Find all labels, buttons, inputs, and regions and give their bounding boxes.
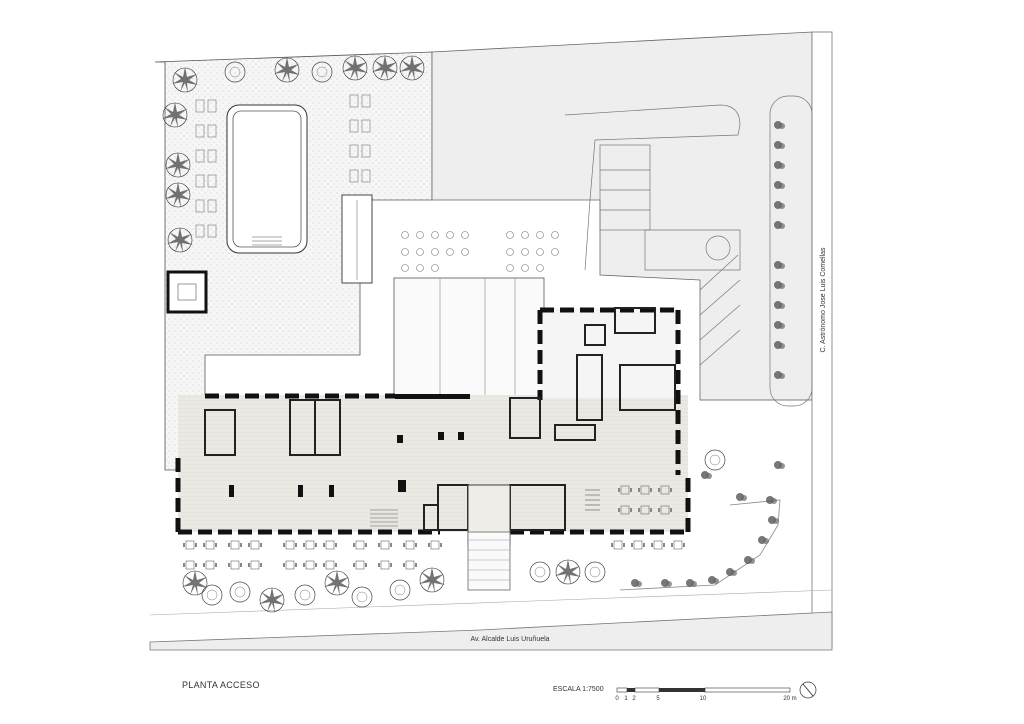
drawing-title: PLANTA ACCESO [182, 680, 260, 690]
scale-tick: 1 [624, 696, 628, 702]
kiosk [166, 270, 208, 314]
scale-tick: 5 [656, 696, 660, 702]
hedge-southeast [619, 461, 785, 591]
street-label-south: Av. Alcalde Luis Uruñuela [470, 636, 549, 643]
site-grounds [149, 31, 833, 651]
street-label-east: C. Astrónomo Jose Luis Comellas [820, 247, 827, 353]
swimming-pool [226, 104, 308, 254]
scale-tick: 20 m [783, 696, 796, 702]
parking-area [564, 95, 813, 407]
main-building [175, 307, 691, 591]
terrace-pavilion [393, 277, 545, 397]
scale-tick: 0 [615, 696, 619, 702]
scale-tick: 10 [700, 696, 707, 702]
scale-tick: 2 [632, 696, 636, 702]
north-arrow-icon [799, 681, 817, 699]
scale-label: ESCALA 1:7500 [553, 686, 604, 693]
pool-loungers [195, 94, 371, 238]
scale-bar: 0 1 2 5 10 20 m [615, 687, 797, 702]
